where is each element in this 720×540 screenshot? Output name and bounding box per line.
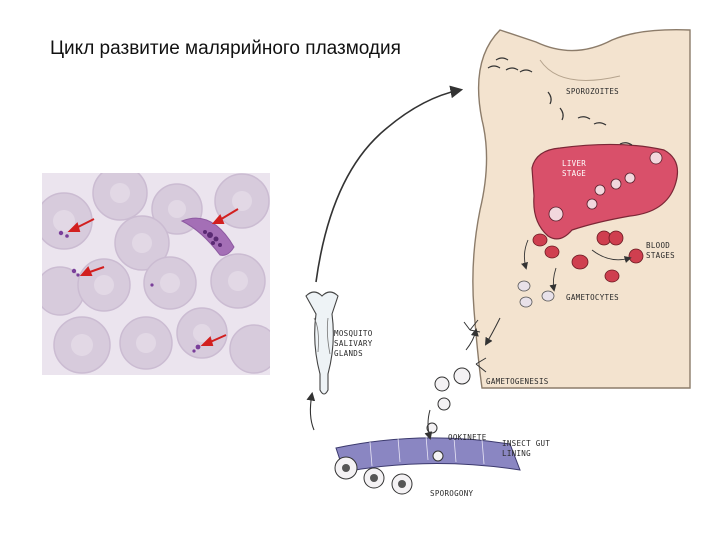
label-salivary-glands-1: MOSQUITO xyxy=(334,329,373,338)
label-sporozoites: SPOROZOITES xyxy=(566,87,619,96)
label-salivary-glands-2: SALIVARY xyxy=(334,339,373,348)
label-gametocytes: GAMETOCYTES xyxy=(566,293,619,302)
label-salivary-glands-3: GLANDS xyxy=(334,349,363,358)
label-liver-stage-2: STAGE xyxy=(562,169,586,178)
blood-stage-cells xyxy=(532,230,644,283)
label-insect-gut-2: LINING xyxy=(502,449,531,458)
slide-title: Цикл развитие малярийного плазмодия xyxy=(50,38,401,59)
label-blood-stages-1: BLOOD xyxy=(646,241,670,250)
sporozoites-drawing xyxy=(487,57,633,146)
label-gametogenesis: GAMETOGENESIS xyxy=(486,377,549,386)
insect-gut-lining xyxy=(335,437,521,473)
gametocyte-cells xyxy=(517,280,555,308)
label-sporogony: SPOROGONY xyxy=(430,489,474,498)
ring-form-parasites xyxy=(58,230,201,353)
blood-smear-micrograph xyxy=(42,173,270,375)
label-insect-gut-1: INSECT GUT xyxy=(502,439,550,448)
cycle-return-arrow xyxy=(315,85,464,283)
gametogenesis-cells xyxy=(426,367,471,462)
red-blood-cell xyxy=(229,324,270,374)
salivary-gland-drawing xyxy=(305,291,339,395)
label-liver-stage-1: LIVER xyxy=(562,159,586,168)
label-ookinete: OOKINETE xyxy=(448,433,487,442)
label-blood-stages-2: STAGES xyxy=(646,251,675,260)
